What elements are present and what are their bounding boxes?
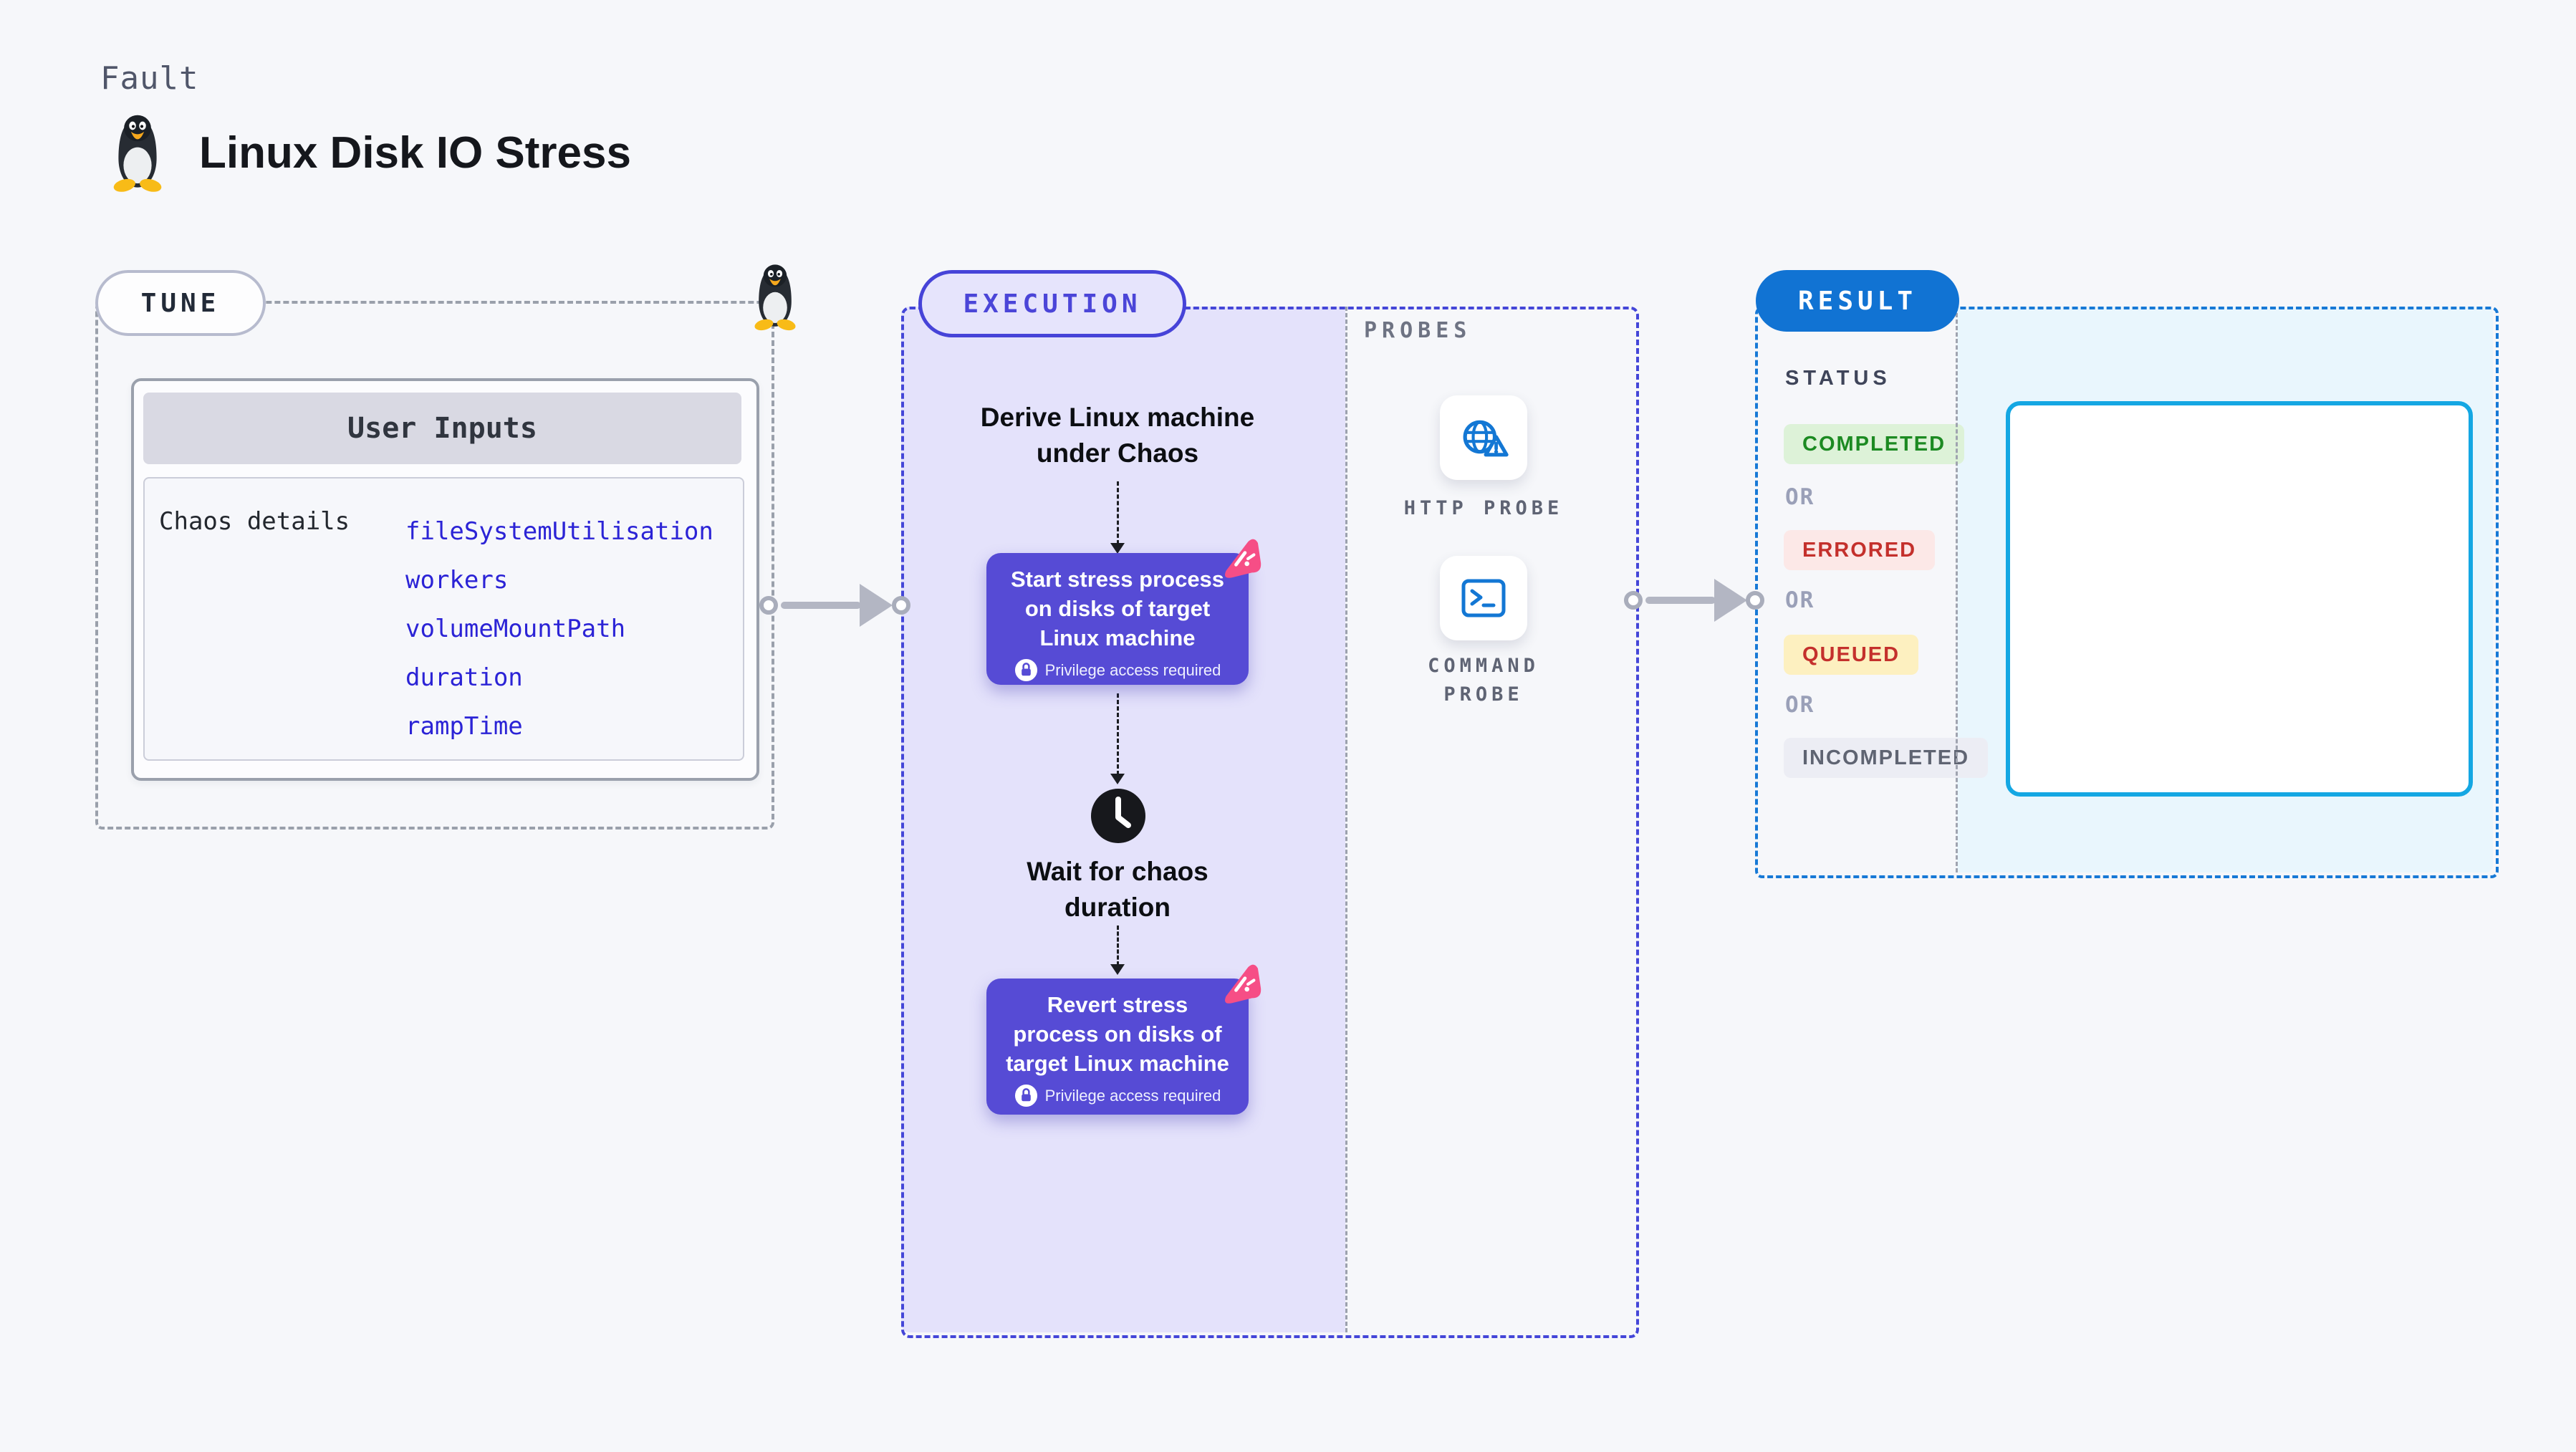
- chaos-spark-icon: [1214, 958, 1266, 1010]
- user-inputs-header: User Inputs: [143, 393, 741, 464]
- chaos-param: duration: [405, 663, 523, 692]
- status-divider: [1956, 307, 1958, 872]
- chaos-details-label: Chaos details: [159, 507, 350, 536]
- chaos-param: workers: [405, 566, 509, 595]
- execution-badge: EXECUTION: [918, 270, 1186, 337]
- probes-label: PROBES: [1364, 318, 1472, 343]
- flow-arrow-line: [781, 602, 861, 609]
- or-separator: OR: [1785, 484, 1815, 510]
- status-label: STATUS: [1785, 367, 1891, 390]
- flow-arrow-line: [1645, 597, 1716, 604]
- page-title: Linux Disk IO Stress: [199, 128, 631, 178]
- http-probe-card: [1440, 395, 1527, 480]
- flow-arrowhead-icon: [1110, 543, 1125, 554]
- result-badge: RESULT: [1756, 270, 1959, 332]
- command-probe-label: COMMAND PROBE: [1428, 655, 1539, 706]
- step-wait-duration: Wait for chaos duration: [1027, 857, 1208, 922]
- flow-dotted-line: [1117, 481, 1119, 544]
- output-card: [2006, 401, 2473, 797]
- command-probe-card: [1440, 556, 1527, 640]
- probes-divider: [1345, 307, 1347, 1332]
- user-inputs-body: [143, 477, 744, 761]
- lock-icon: [1014, 658, 1038, 682]
- flow-dotted-line: [1117, 693, 1119, 775]
- privilege-label: Privilege access required: [1044, 660, 1221, 679]
- connector-node: [892, 596, 910, 615]
- fault-kicker: Fault: [100, 60, 199, 97]
- connector-node: [1624, 591, 1643, 610]
- or-separator: OR: [1785, 587, 1815, 613]
- globe-alert-icon: [1457, 416, 1510, 459]
- tux-penguin-icon: [753, 264, 797, 332]
- flow-arrowhead-icon: [860, 584, 893, 627]
- connector-node: [759, 596, 778, 615]
- lock-icon: [1014, 1084, 1038, 1107]
- privilege-label: Privilege access required: [1044, 1086, 1221, 1105]
- chaos-param: rampTime: [405, 712, 523, 741]
- http-probe-label: HTTP PROBE: [1403, 497, 1564, 519]
- revert-stress-card: Revert stress process on disks of target…: [986, 979, 1249, 1115]
- terminal-icon: [1459, 575, 1508, 621]
- start-stress-card: Start stress process on disks of target …: [986, 553, 1249, 685]
- chaos-params-list: fileSystemUtilisation workers volumeMoun…: [405, 507, 713, 751]
- or-separator: OR: [1785, 692, 1815, 718]
- step-derive-machine: Derive Linux machine under Chaos: [980, 403, 1255, 468]
- flow-arrowhead-icon: [1110, 774, 1125, 784]
- flow-arrowhead-icon: [1110, 964, 1125, 975]
- tune-badge: TUNE: [95, 270, 266, 336]
- status-badge-completed: COMPLETED: [1784, 424, 1965, 464]
- chaos-spark-icon: [1214, 533, 1266, 585]
- status-badge-incompleted: INCOMPLETED: [1784, 738, 1989, 778]
- connector-node: [1746, 591, 1764, 610]
- tune-section-box: [95, 301, 774, 830]
- flow-dotted-line: [1117, 925, 1119, 966]
- execution-section-box: [901, 307, 1639, 1338]
- chaos-param: fileSystemUtilisation: [405, 517, 713, 546]
- status-badge-queued: QUEUED: [1784, 635, 1919, 675]
- clock-icon: [1090, 788, 1146, 844]
- status-badge-errored: ERRORED: [1784, 530, 1936, 570]
- flow-arrowhead-icon: [1714, 579, 1747, 622]
- chaos-param: volumeMountPath: [405, 615, 626, 643]
- tux-penguin-icon: [112, 115, 163, 193]
